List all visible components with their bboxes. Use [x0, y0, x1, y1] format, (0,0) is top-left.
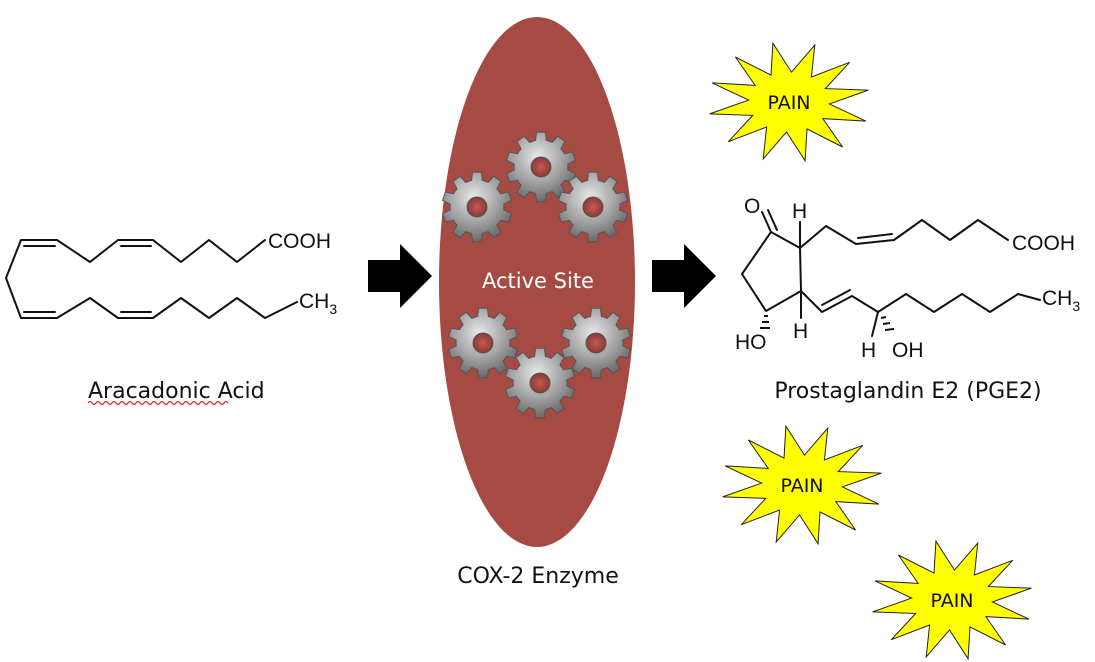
gear-icon [505, 131, 577, 203]
pge2-structure: O H COOH H HO H OH CH3 [735, 195, 1080, 362]
cox2-enzyme-body [439, 17, 635, 547]
pge2-caption: Prostaglandin E2 (PGE2) [774, 379, 1041, 404]
pge2-ring [741, 231, 802, 312]
pge2-ch3-label: CH3 [1042, 287, 1080, 314]
burst-icon [872, 539, 1032, 661]
pain-label: PAIN [780, 475, 823, 497]
pge2-ketone-bond [761, 211, 772, 233]
pge2-h-low-bond [871, 311, 879, 337]
gear-group [441, 131, 632, 419]
pain-burst: PAIN [722, 424, 882, 546]
pge2-cooh-label: COOH [1012, 232, 1075, 255]
pge2-upper-chain [799, 219, 1009, 249]
pge2-ketone-bond-2 [767, 209, 778, 231]
pge2-lower-chain [800, 290, 1041, 313]
reaction-arrow-2 [652, 244, 716, 308]
arachidonic-ch3-label: CH3 [299, 290, 337, 317]
gear-icon [504, 347, 576, 419]
reaction-arrow-1 [368, 244, 432, 308]
burst-icon [722, 424, 882, 546]
arachidonic-cooh-label: COOH [268, 230, 331, 253]
pge2-lower-double-bond [821, 289, 851, 306]
pain-burst: PAIN [709, 41, 869, 163]
pge2-hashed-bond-oh [880, 316, 895, 331]
gear-icon [447, 307, 519, 379]
pge2-oxo-label: O [744, 195, 760, 218]
pge2-h-low-label: H [861, 339, 876, 362]
burst-icon [709, 41, 869, 163]
cox2-enzyme-caption: COX-2 Enzyme [457, 564, 619, 589]
pain-label: PAIN [930, 590, 973, 612]
gear-icon [441, 171, 513, 243]
gear-icon [560, 307, 632, 379]
arachidonic-top-chain [5, 239, 266, 279]
arachidonic-acid-structure: COOH CH3 [5, 230, 337, 319]
arachidonic-acid-caption: Aracadonic Acid [88, 379, 265, 404]
gear-icon [557, 171, 629, 243]
spellcheck-underline [87, 400, 229, 406]
pge2-ho-label: HO [735, 331, 767, 354]
active-site-label: Active Site [482, 269, 594, 293]
pain-burst: PAIN [872, 539, 1032, 661]
pain-burst-group: PAIN PAIN PAIN [709, 41, 1032, 661]
pge2-h-mid-label: H [793, 320, 808, 343]
pge2-h-top-label: H [792, 200, 807, 223]
pge2-oh-label: OH [892, 339, 924, 362]
pge2-hashed-bond [760, 315, 770, 329]
arachidonic-bottom-chain [5, 277, 298, 319]
pge2-upper-double-bond [857, 233, 893, 239]
pain-label: PAIN [767, 92, 810, 114]
